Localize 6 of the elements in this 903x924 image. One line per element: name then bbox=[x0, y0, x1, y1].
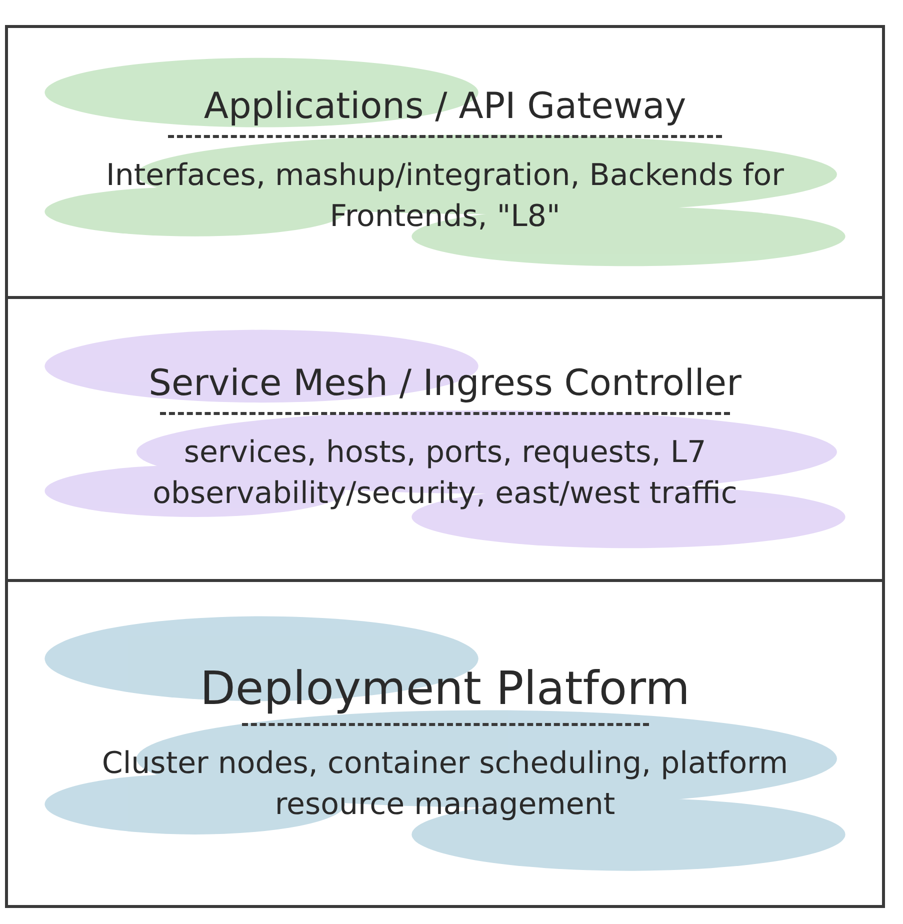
layer-description: Interfaces, mashup/integration, Backends for Frontends, "L8" bbox=[105, 157, 785, 236]
layer-description: services, hosts, ports, requests, L7 observability/security, east/west traffic bbox=[152, 434, 738, 513]
layer-title: Deployment Platform bbox=[200, 661, 690, 716]
layer-title: Applications / API Gateway bbox=[204, 86, 686, 128]
layer-description: Cluster nodes, container scheduling, platform resource management bbox=[100, 745, 790, 824]
layer-title: Service Mesh / Ingress Controller bbox=[148, 363, 742, 404]
